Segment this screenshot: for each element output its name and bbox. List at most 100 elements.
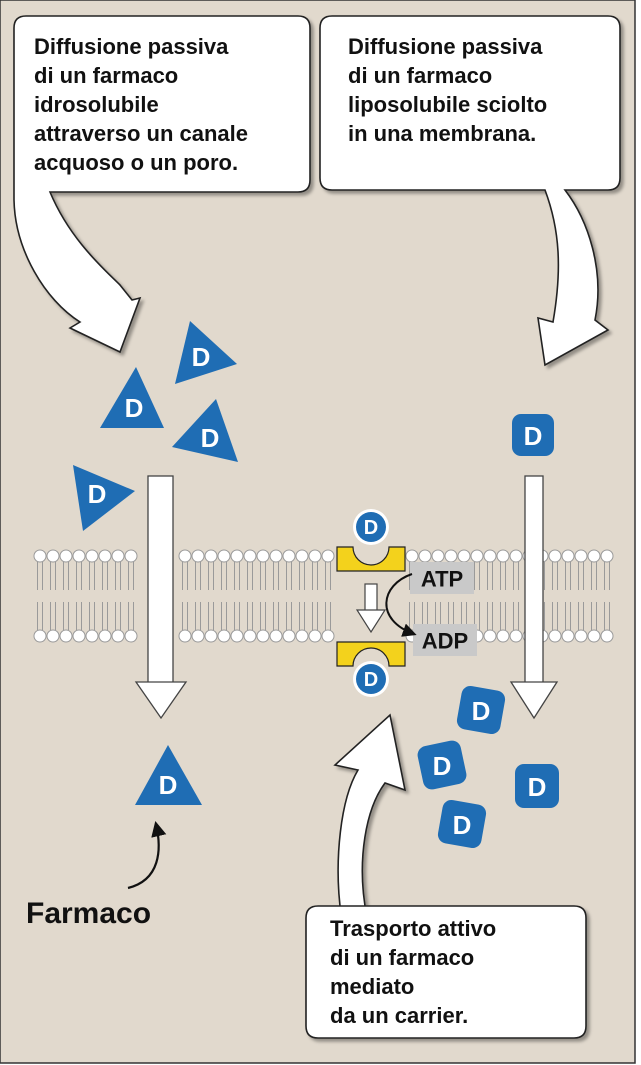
- lipid-head: [269, 629, 283, 643]
- atp-label: ATP: [421, 567, 463, 592]
- svg-text:D: D: [88, 479, 107, 509]
- lipid-head: [483, 629, 497, 643]
- lipid-head: [230, 629, 244, 643]
- callout-right-line: liposolubile sciolto: [348, 92, 548, 117]
- lipid-head: [321, 549, 335, 563]
- lipid-head: [282, 629, 296, 643]
- lipid-head: [256, 629, 270, 643]
- lipid-head: [561, 629, 575, 643]
- callout-bottom-bubble: [305, 713, 587, 1039]
- callout-left-text: Diffusione passiva di un farmaco idrosol…: [34, 32, 248, 177]
- drug-square-4: D: [515, 764, 559, 808]
- drug-triangle-1: D: [175, 321, 237, 384]
- lipid-bilayer: [33, 549, 614, 643]
- lipid-head: [444, 549, 458, 563]
- callout-left-line: di un farmaco: [34, 63, 179, 88]
- lipid-head: [204, 549, 218, 563]
- lipid-head: [431, 549, 445, 563]
- lipid-head: [98, 629, 112, 643]
- lipid-head: [178, 629, 192, 643]
- drug-square-5: D: [437, 799, 487, 849]
- lipid-head: [72, 629, 86, 643]
- svg-text:D: D: [528, 772, 547, 802]
- lipid-head: [496, 549, 510, 563]
- lipid-head: [295, 629, 309, 643]
- carrier-bottom: [336, 641, 406, 667]
- callout-left-line: acquoso o un poro.: [34, 150, 239, 175]
- svg-text:D: D: [125, 393, 144, 423]
- svg-text:D: D: [364, 517, 378, 539]
- lipid-head: [418, 549, 432, 563]
- carrier-top: [336, 546, 406, 572]
- drug-square-2: D: [456, 685, 506, 735]
- adp-label-bg: [413, 624, 477, 656]
- lipid-head: [46, 629, 60, 643]
- lipid-head: [217, 549, 231, 563]
- lipid-head: [405, 549, 419, 563]
- atp-label-bg: [410, 562, 474, 594]
- callout-left-bubble: [13, 15, 311, 354]
- callout-bottom-text: Trasporto attivo di un farmaco mediato d…: [330, 914, 496, 1030]
- callout-bottom-line: mediato: [330, 974, 415, 999]
- lipid-head: [85, 629, 99, 643]
- callout-left-line: Diffusione passiva: [34, 34, 229, 59]
- drug-triangle-4: D: [73, 465, 135, 531]
- lipid-head: [46, 549, 60, 563]
- lipid-head: [85, 549, 99, 563]
- atp-to-adp-arrow: [385, 573, 417, 637]
- svg-text:D: D: [472, 696, 491, 726]
- lipid-head: [457, 549, 471, 563]
- lipid-head: [574, 549, 588, 563]
- callout-right-line: in una membrana.: [348, 121, 537, 146]
- drug-circle-bottom: D: [353, 661, 389, 697]
- farmaco-label: Farmaco: [26, 897, 152, 930]
- lipid-head: [243, 629, 257, 643]
- lipid-head: [124, 629, 138, 643]
- callout-bottom-line: di un farmaco: [330, 945, 475, 970]
- lipid-head: [496, 629, 510, 643]
- lipid-head: [124, 549, 138, 563]
- adp-label: ADP: [422, 629, 468, 654]
- diffusion-arrow-right: [509, 475, 559, 720]
- lipid-head: [33, 549, 47, 563]
- lipid-head: [230, 549, 244, 563]
- svg-text:D: D: [453, 810, 472, 840]
- callout-bottom-line: Trasporto attivo: [330, 916, 497, 941]
- lipid-head: [321, 629, 335, 643]
- lipid-head: [111, 549, 125, 563]
- callout-right-line: Diffusione passiva: [348, 34, 543, 59]
- lipid-head: [587, 549, 601, 563]
- lipid-head: [295, 549, 309, 563]
- lipid-head: [98, 549, 112, 563]
- drug-triangle-2: D: [100, 367, 164, 428]
- lipid-head: [59, 629, 73, 643]
- lipid-head: [204, 629, 218, 643]
- callout-bottom-line: da un carrier.: [330, 1003, 469, 1028]
- lipid-head: [33, 629, 47, 643]
- lipid-head: [600, 629, 614, 643]
- lipid-head: [178, 549, 192, 563]
- lipid-head: [111, 629, 125, 643]
- lipid-head: [59, 549, 73, 563]
- lipid-head: [509, 629, 523, 643]
- drug-square-3: D: [417, 740, 467, 790]
- lipid-head: [269, 549, 283, 563]
- lipid-head: [470, 549, 484, 563]
- diffusion-arrow-left: [134, 475, 188, 720]
- svg-text:D: D: [192, 342, 211, 372]
- lipid-head: [548, 549, 562, 563]
- lipid-head: [483, 549, 497, 563]
- svg-text:D: D: [159, 770, 178, 800]
- lipid-head: [191, 549, 205, 563]
- callout-left-line: idrosolubile: [34, 92, 159, 117]
- drug-triangle-5: D: [135, 745, 202, 805]
- transport-arrow-middle: [355, 583, 387, 634]
- lipid-head: [256, 549, 270, 563]
- svg-text:D: D: [201, 423, 220, 453]
- lipid-head: [72, 549, 86, 563]
- lipid-head: [217, 629, 231, 643]
- lipid-head: [308, 629, 322, 643]
- lipid-head: [561, 549, 575, 563]
- svg-text:D: D: [433, 751, 452, 781]
